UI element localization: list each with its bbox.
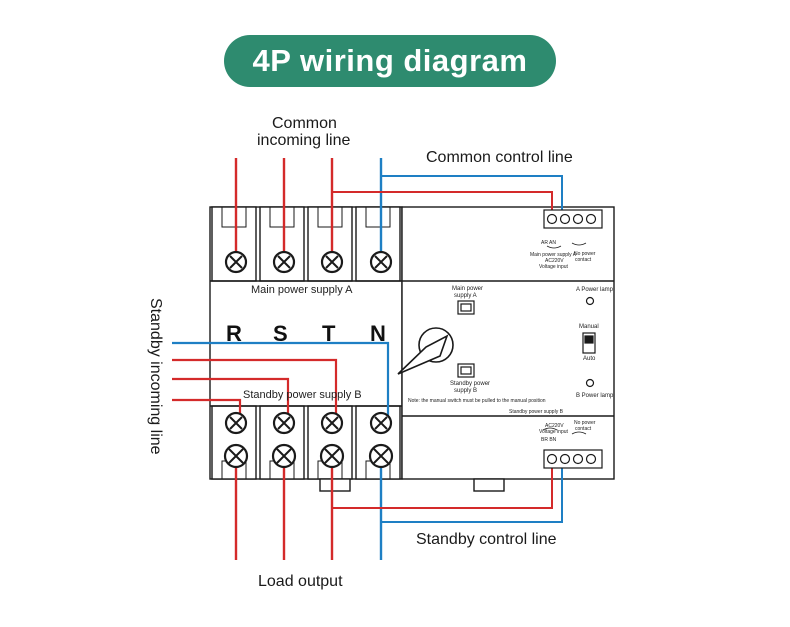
manual-label: Manual	[579, 324, 599, 330]
bottom-terminal-voltage: Voltage input	[539, 429, 568, 435]
common-incoming-label-line2: incoming line	[257, 132, 351, 149]
top-terminal-model: AC220V	[545, 258, 564, 264]
breaker-body	[209, 206, 615, 492]
bottom-terminal-screws-lower	[223, 443, 394, 469]
standby-supply-b-label: Standby power supply B	[243, 389, 362, 401]
standby-incoming-wires	[172, 341, 390, 420]
b-power-lamp-label: B Power lamp	[576, 393, 614, 399]
main-power-label-1: Main power	[452, 286, 484, 292]
bottom-no-power-label: No power	[574, 420, 596, 426]
power-lamps	[585, 296, 595, 388]
common-incoming-label-line1: Common	[272, 115, 337, 132]
phase-n-label: N	[370, 321, 386, 346]
standby-power-label-2: supply B	[454, 388, 478, 394]
rotary-handle	[397, 327, 454, 375]
main-supply-a-label: Main power supply A	[251, 284, 353, 296]
phase-r-label: R	[226, 321, 242, 346]
bottom-terminal-screws-upper	[224, 411, 393, 435]
diagram-title: 4P wiring diagram	[224, 35, 556, 87]
main-power-label-2: supply A	[454, 293, 477, 299]
top-pole-details	[221, 207, 391, 228]
standby-control-wires	[332, 458, 563, 523]
bottom-terminal-caption: Standby power supply B	[509, 409, 563, 415]
standby-supply-window	[457, 363, 475, 378]
br-bn-label: BR BN	[541, 437, 557, 443]
standby-power-label-1: Standby power	[450, 381, 491, 387]
load-output-label: Load output	[258, 573, 343, 590]
bottom-terminal-model: AC220V	[545, 423, 564, 429]
top-contact-label: contact	[575, 257, 592, 263]
bottom-control-terminal	[543, 449, 603, 469]
mode-switch	[582, 332, 596, 354]
a-power-lamp-label: A Power lamp	[576, 287, 614, 293]
main-supply-window	[457, 300, 475, 315]
auto-label: Auto	[583, 356, 596, 362]
top-terminal-caption: Main power supply A	[530, 252, 577, 258]
standby-control-label: Standby control line	[416, 531, 557, 548]
common-incoming-wires	[234, 158, 383, 260]
bottom-contact-label: contact	[575, 426, 592, 432]
common-control-wires	[332, 175, 563, 218]
common-control-label: Common control line	[426, 149, 573, 166]
top-control-terminal	[543, 209, 603, 229]
top-no-power-label: No power	[574, 251, 596, 257]
phase-t-label: T	[322, 321, 336, 346]
top-terminal-screws	[224, 250, 393, 274]
standby-incoming-label: Standby incoming line	[147, 298, 164, 455]
top-terminal-voltage: Voltage input	[539, 264, 568, 270]
ar-an-label: AR AN	[541, 240, 557, 246]
terminal-brackets	[542, 242, 587, 435]
manual-switch-note: Note: the manual switch must be pulled t…	[408, 398, 546, 404]
phase-s-label: S	[273, 321, 288, 346]
